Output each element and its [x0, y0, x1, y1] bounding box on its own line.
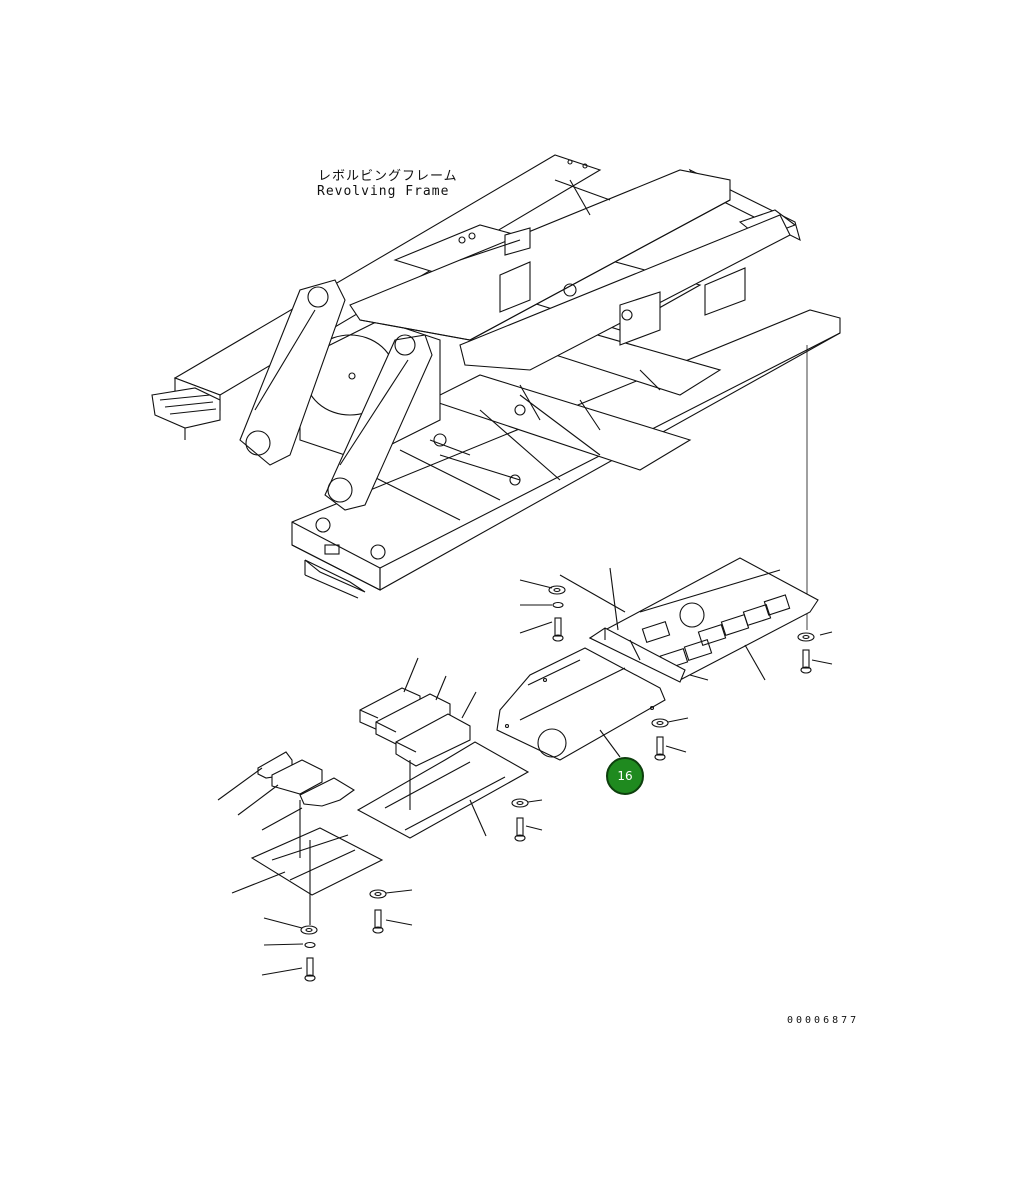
- frame-title-english: Revolving Frame: [317, 184, 450, 199]
- rubber-blocks-middle: [359, 687, 471, 767]
- leader-lines: [217, 567, 833, 976]
- undercover-middle: [356, 741, 530, 839]
- revolving-frame-assembly: [151, 154, 841, 599]
- undercover-center: [496, 647, 666, 761]
- frame-title-japanese: レボルビングフレーム: [318, 169, 458, 184]
- undercover-front-left: [250, 827, 384, 896]
- drawing-number: 00006877: [787, 1015, 860, 1026]
- fasteners: [300, 585, 815, 982]
- rubber-blocks-left: [257, 751, 356, 807]
- part-number-callout[interactable]: 16: [606, 757, 644, 795]
- undercover-rear-right: [588, 557, 819, 683]
